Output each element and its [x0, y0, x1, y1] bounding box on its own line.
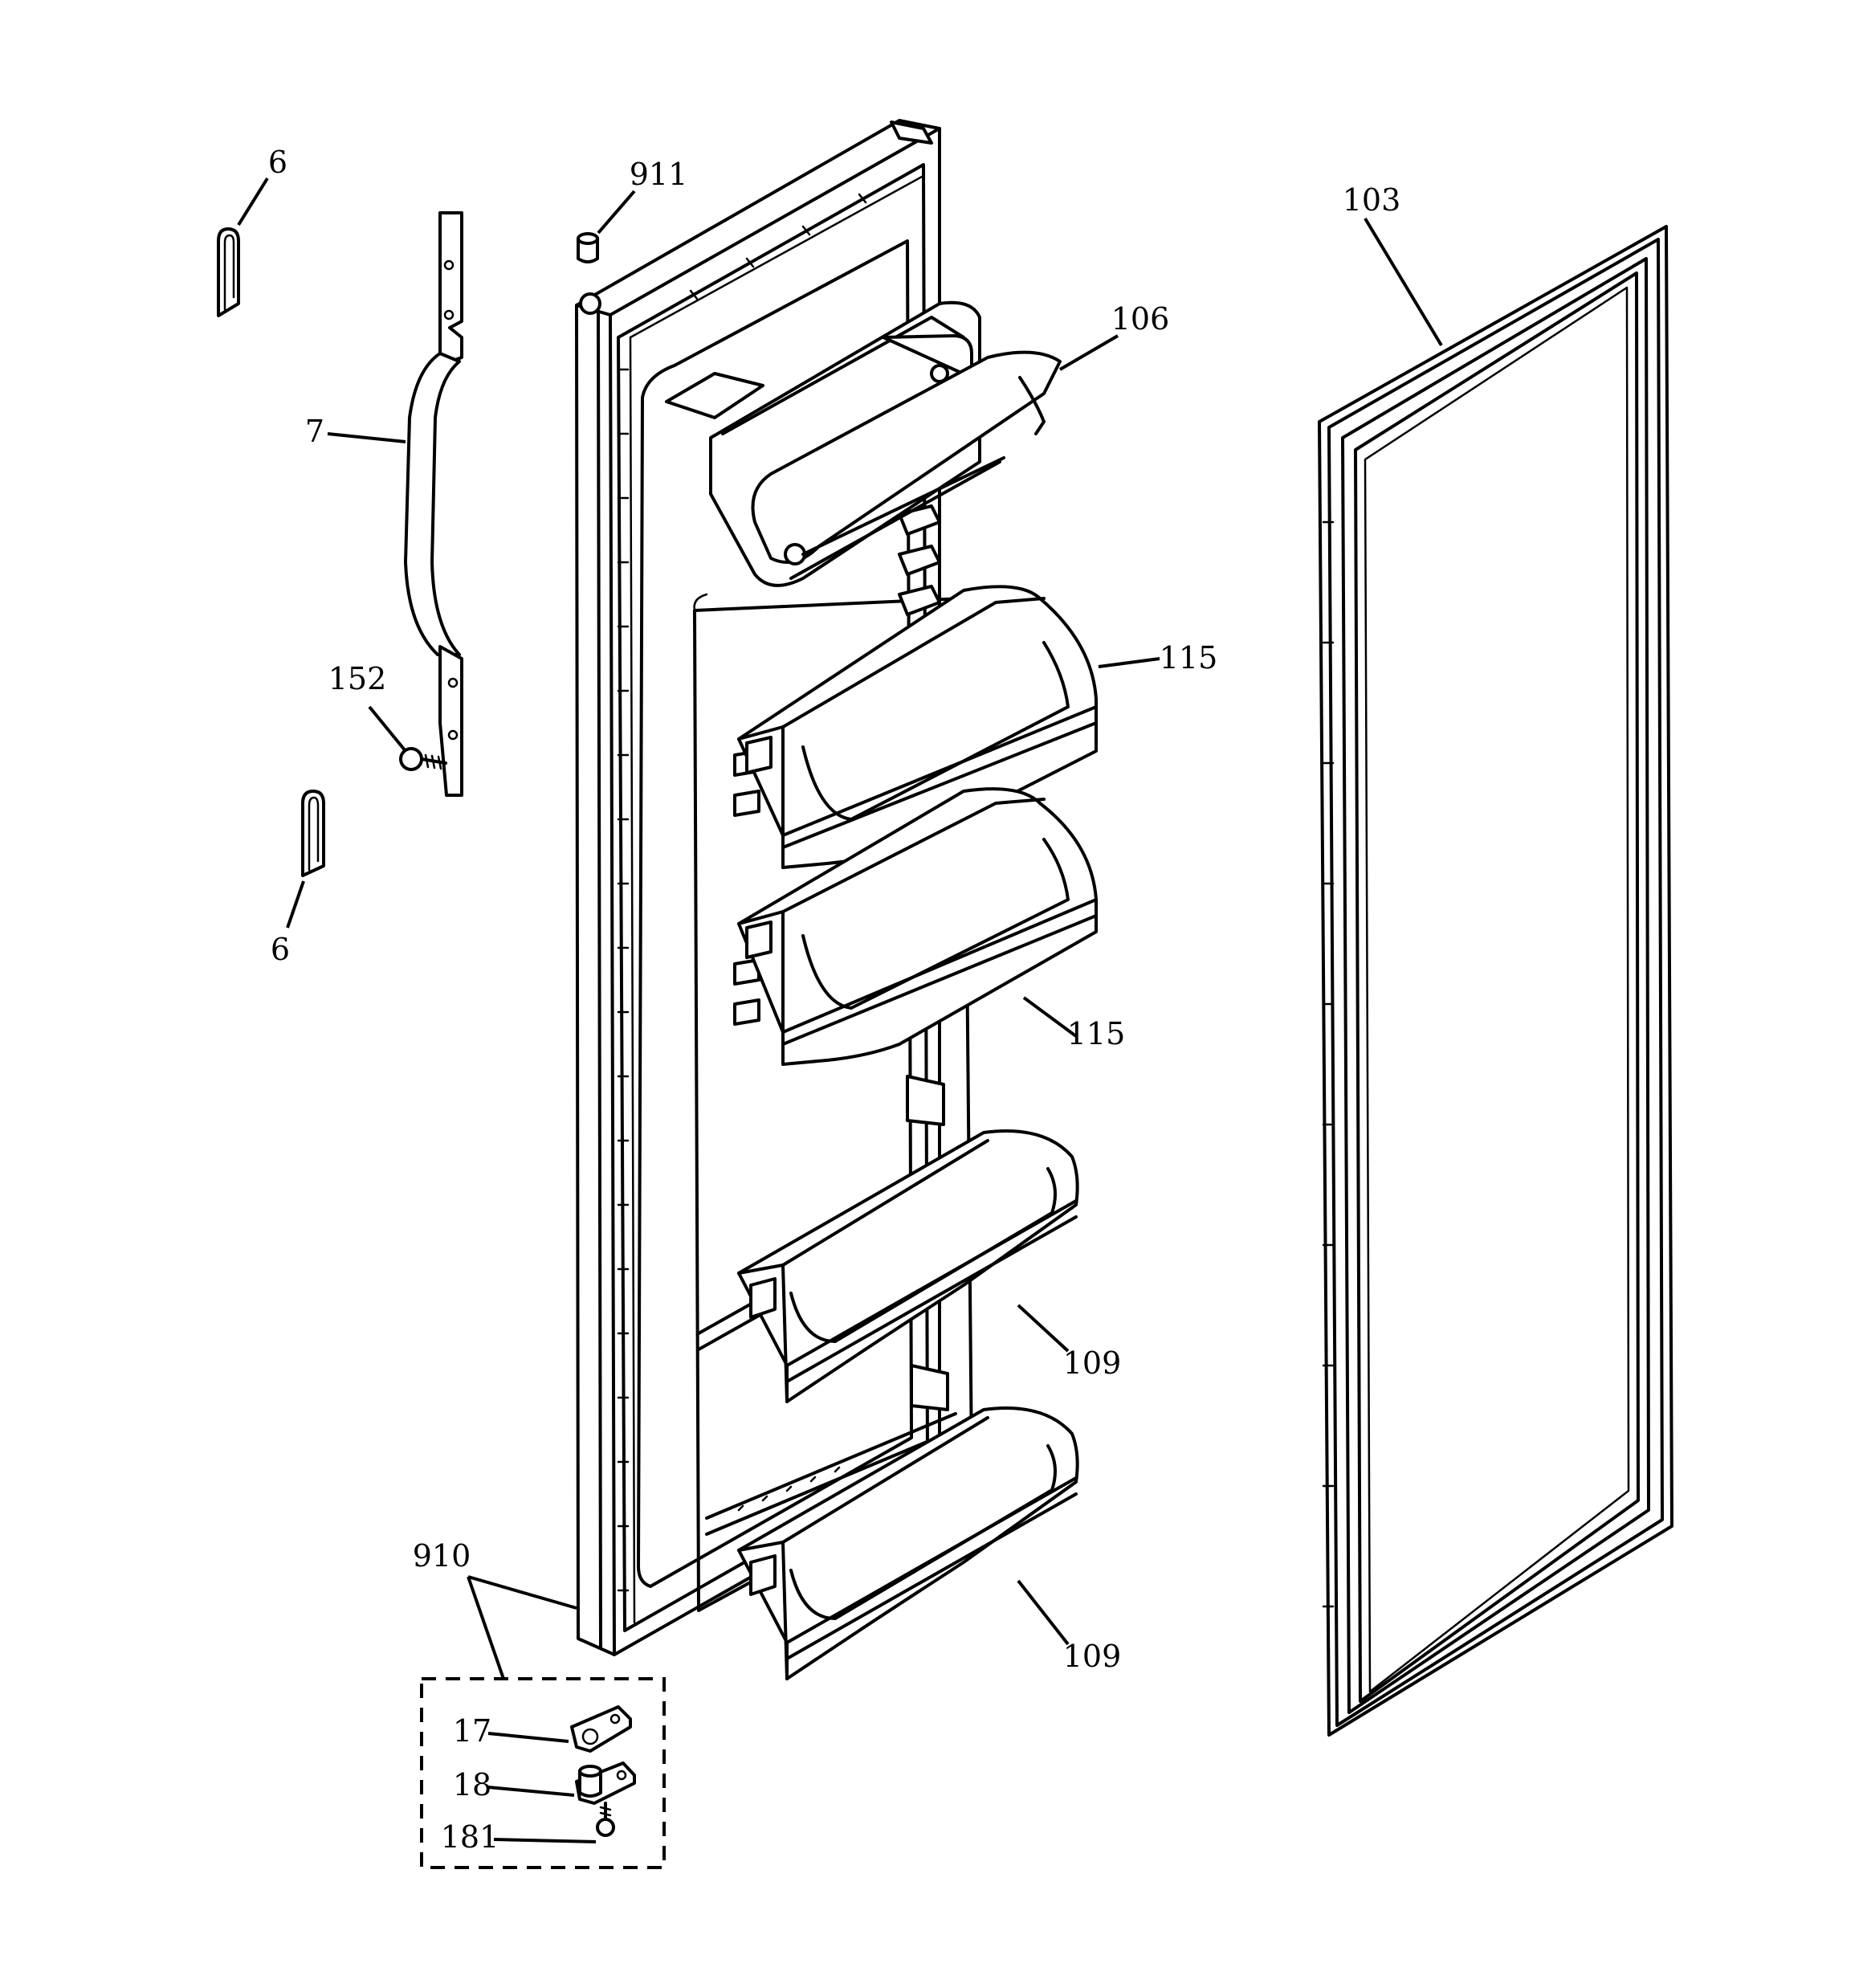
part-106-dairy-compartment — [709, 300, 1062, 587]
callout-103: 103 — [1343, 182, 1401, 218]
callout-17: 17 — [453, 1713, 491, 1749]
callout-6-upper: 6 — [268, 145, 287, 180]
callout-18: 18 — [453, 1767, 491, 1802]
part-18-hinge-pin — [575, 1761, 636, 1805]
part-6-lower-handle-cap — [301, 790, 325, 877]
part-109-upper-shelf-bin — [737, 1129, 1079, 1403]
callout-109-upper: 109 — [1063, 1345, 1122, 1381]
callout-181: 181 — [441, 1819, 499, 1855]
hinge-kit-group-box — [420, 1677, 666, 1869]
part-7-door-handle — [404, 211, 463, 797]
callout-labels: 6 7 152 6 911 106 115 115 109 109 103 91… — [268, 145, 1400, 1855]
callout-109-lower: 109 — [1063, 1639, 1122, 1674]
callout-6-lower: 6 — [271, 932, 290, 967]
part-17-hinge-plate — [570, 1705, 632, 1753]
callout-910: 910 — [413, 1538, 471, 1574]
callout-911: 911 — [630, 157, 688, 192]
callout-152: 152 — [328, 661, 387, 696]
leader-lines — [237, 177, 1443, 1843]
part-109-lower-shelf-bin — [737, 1406, 1079, 1680]
part-6-upper-handle-cap — [217, 227, 240, 317]
part-911-bushing — [577, 232, 599, 263]
callout-115-lower: 115 — [1067, 1016, 1126, 1051]
part-115-upper-door-bin — [737, 585, 1098, 869]
callout-7: 7 — [305, 414, 324, 449]
part-181-hinge-screw — [596, 1802, 615, 1837]
callout-106: 106 — [1111, 301, 1170, 337]
callout-115-upper: 115 — [1160, 640, 1218, 676]
part-115-lower-door-bin — [737, 787, 1098, 1066]
part-152-screw — [399, 747, 447, 771]
part-103-door-gasket — [1318, 225, 1673, 1737]
